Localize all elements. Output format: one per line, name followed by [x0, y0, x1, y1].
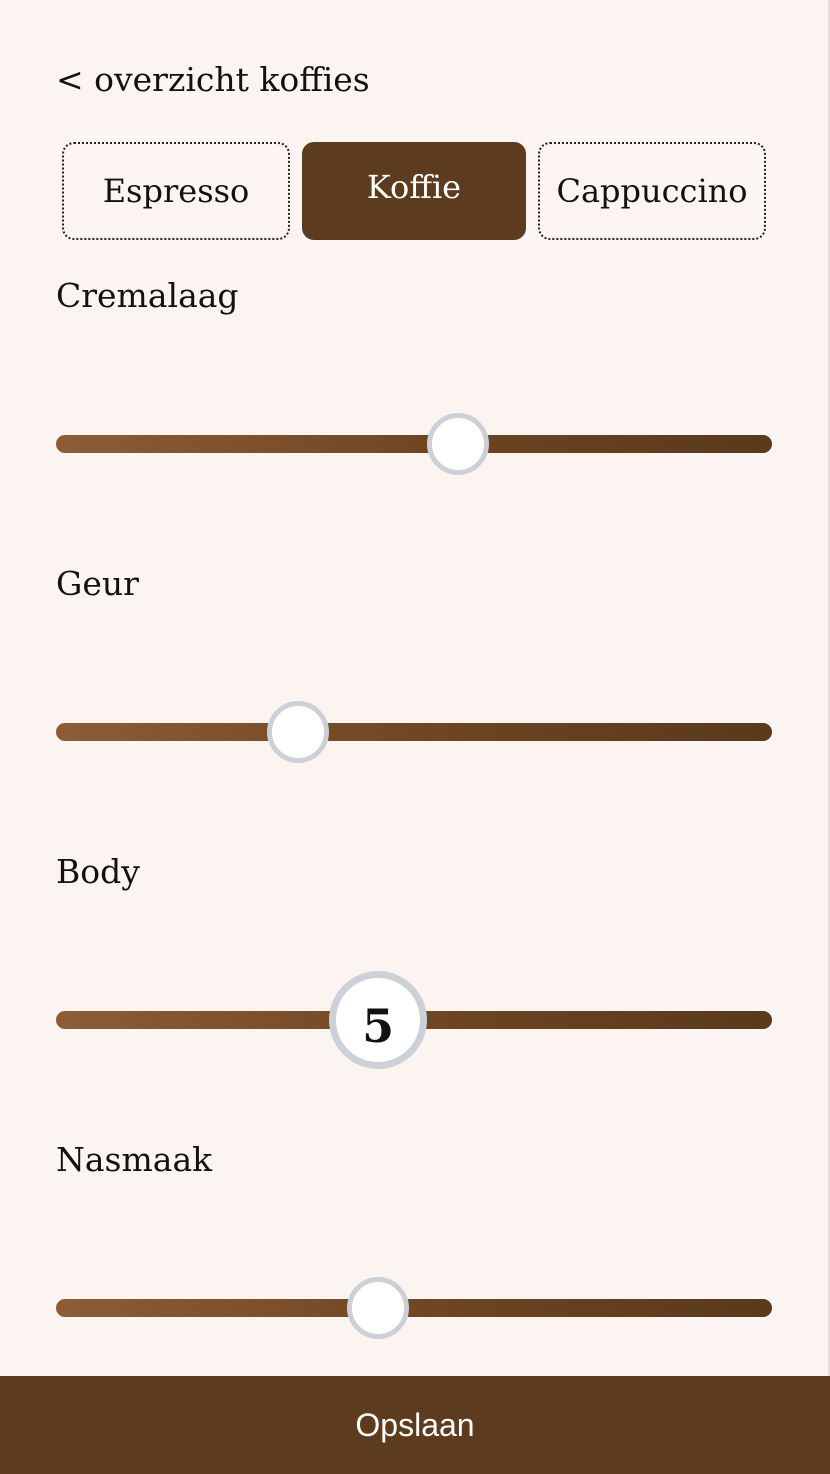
slider-thumb-cremalaag[interactable]	[427, 413, 490, 475]
back-to-coffee-overview-link[interactable]: < overzicht koffies	[56, 60, 370, 99]
slider-track-cremalaag[interactable]	[56, 413, 772, 475]
slider-label-cremalaag: Cremalaag	[56, 276, 239, 315]
coffee-type-tabs: Espresso Koffie Cappuccino	[62, 142, 766, 240]
slider-track-nasmaak[interactable]	[56, 1277, 772, 1339]
slider-thumb-geur[interactable]	[267, 701, 329, 763]
slider-label-body: Body	[56, 852, 140, 891]
tab-koffie[interactable]: Koffie	[302, 142, 526, 240]
slider-value-body: 5	[362, 999, 395, 1053]
tab-cappuccino[interactable]: Cappuccino	[538, 142, 766, 240]
save-button[interactable]: Opslaan	[0, 1376, 830, 1474]
slider-thumb-nasmaak[interactable]	[347, 1277, 410, 1339]
tab-espresso[interactable]: Espresso	[62, 142, 290, 240]
slider-label-nasmaak: Nasmaak	[56, 1140, 213, 1179]
slider-track-geur[interactable]	[56, 701, 772, 763]
slider-thumb-body[interactable]: 5	[329, 971, 428, 1069]
slider-label-geur: Geur	[56, 564, 139, 603]
page-right-border	[828, 0, 830, 1376]
slider-track-body[interactable]: 5	[56, 971, 772, 1069]
